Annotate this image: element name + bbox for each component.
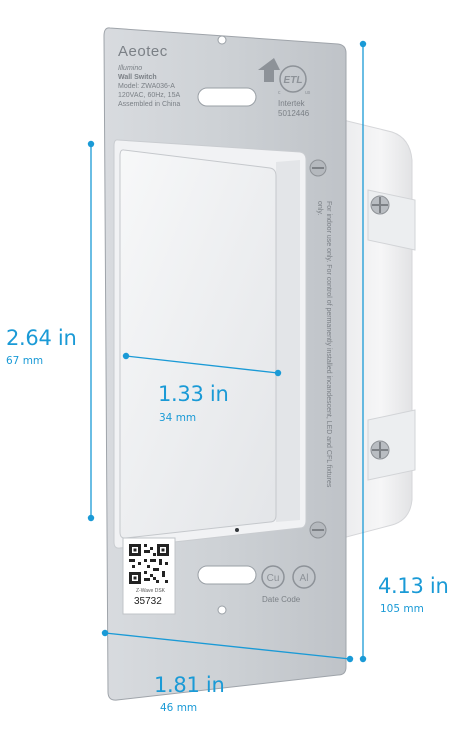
side-label: For indoor use only. For control of perm…: [316, 201, 332, 488]
overall-height-label: 4.13 in: [378, 574, 449, 598]
qr-code: [122, 537, 176, 615]
back-housing: [334, 117, 416, 541]
date-code-label: Date Code: [262, 595, 301, 604]
svg-text:Cu: Cu: [267, 573, 280, 584]
svg-text:Al: Al: [300, 573, 309, 584]
overall-height-mm: 105 mm: [380, 603, 424, 615]
al-icon: Al: [292, 565, 316, 589]
overall-width-mm: 46 mm: [160, 702, 198, 714]
cu-icon: Cu: [261, 565, 285, 589]
svg-text:ETL: ETL: [284, 75, 303, 86]
switch-width-label: 1.33 in: [158, 382, 229, 406]
cert-body: Intertek: [278, 99, 305, 108]
switch-width-mm: 34 mm: [159, 412, 197, 424]
overall-width-label: 1.81 in: [154, 673, 225, 697]
dsk-pin: 35732: [134, 596, 162, 607]
rocker-paddle: [119, 149, 277, 539]
svg-text:us: us: [305, 90, 311, 96]
origin-text: Assembled in China: [118, 101, 181, 108]
up-arrow-icon: [258, 58, 280, 82]
dimension-lines: [87, 40, 367, 663]
product-type: Wall Switch: [118, 74, 157, 81]
switch-height-mm: 67 mm: [6, 355, 44, 367]
electrical-rating: 120VAC, 60Hz, 15A: [118, 92, 181, 99]
etl-mark-icon: ETL c us: [278, 65, 311, 96]
product-name: Illumino: [118, 65, 143, 72]
cert-number: 5012446: [278, 109, 310, 118]
qr-caption: Z-Wave DSK: [136, 588, 165, 594]
model-number: Model: ZWA036-A: [118, 83, 175, 90]
svg-text:c: c: [278, 90, 281, 96]
brand-logo: Aeotec: [118, 43, 168, 60]
switch-height-label: 2.64 in: [6, 326, 77, 350]
